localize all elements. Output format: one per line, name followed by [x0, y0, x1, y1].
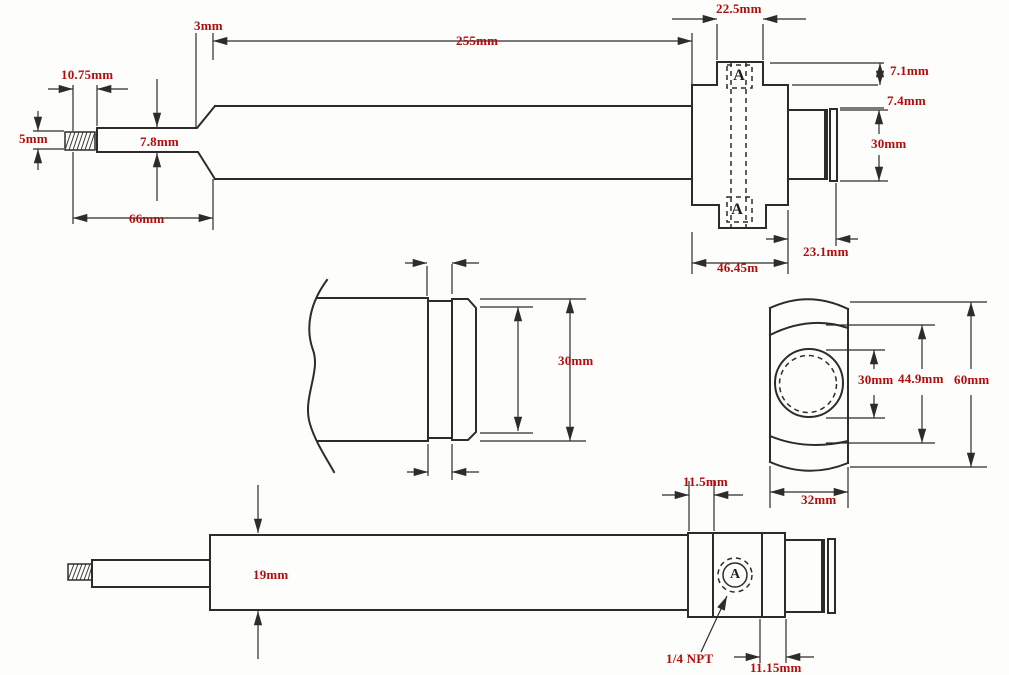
- ring-flange-outline: [451, 298, 477, 441]
- dim-label-22-5mm: 22.5mm: [716, 1, 762, 16]
- ext-lines-groove-bottom: [427, 444, 453, 480]
- body-outline-bottom: [209, 534, 689, 611]
- ext-lines-end-44-9mm: [826, 324, 935, 444]
- dim-label-end-44-9mm: 44.9mm: [898, 371, 944, 386]
- dim-label-11-15mm: 11.15mm: [750, 660, 802, 675]
- dim-label-7-8mm: 7.8mm: [140, 134, 179, 149]
- thread-hatching-bottom: [67, 563, 93, 581]
- section-marker-a-top: A: [733, 67, 745, 84]
- section-marker-a-bottom: A: [731, 201, 743, 218]
- dim-label-7-4mm: 7.4mm: [887, 93, 926, 108]
- ext-lines-groove-top: [426, 264, 453, 296]
- end-view: [768, 298, 987, 508]
- hidden-port-pockets: [726, 64, 753, 223]
- dim-label-5mm: 5mm: [19, 131, 48, 146]
- dim-label-11-5mm: 11.5mm: [683, 474, 728, 489]
- port-marker-a: A: [729, 567, 741, 582]
- collar-detail-view: [307, 258, 586, 480]
- piston-rod-outline: [96, 104, 217, 181]
- ext-lines-detail-right: [480, 298, 586, 442]
- detail-body-outline: [316, 297, 429, 442]
- port-circle-dashed: [717, 557, 753, 593]
- dim-label-10-75mm: 10.75mm: [61, 67, 114, 82]
- ext-lines-11-5mm: [688, 481, 715, 531]
- ext-lines-end-60mm: [850, 301, 987, 468]
- hidden-port-channel: [730, 62, 747, 228]
- end-view-top-arc: [768, 298, 850, 311]
- dim-label-3mm: 3mm: [194, 18, 223, 33]
- thread-hatching: [64, 131, 96, 151]
- dim-label-46-45m: 46.45m: [717, 260, 759, 275]
- dim-label-end-32mm: 32mm: [801, 492, 837, 507]
- dim-label-end-60mm: 60mm: [954, 372, 990, 387]
- dim-label-255mm: 255mm: [456, 33, 499, 48]
- dim-label-7-1mm: 7.1mm: [890, 63, 929, 78]
- end-collar-outline: [787, 108, 838, 182]
- dim-label-66mm: 66mm: [129, 211, 165, 226]
- dim-label-detail-30mm: 30mm: [558, 353, 594, 368]
- head-block-bottom: [687, 532, 786, 618]
- cylinder-body-outline: [214, 105, 693, 180]
- side-section-view: [33, 14, 888, 274]
- side-plain-view: [67, 481, 836, 663]
- head-block-outline: [691, 61, 789, 229]
- end-collar-bottom: [784, 538, 836, 614]
- dim-label-30mm-top: 30mm: [871, 136, 907, 151]
- break-line-wavy: [307, 278, 336, 474]
- ext-lines-end-32mm: [769, 466, 849, 508]
- dim-label-npt: 1/4 NPT: [666, 651, 714, 666]
- bore-circle: [774, 348, 844, 418]
- port-circle: [722, 562, 748, 588]
- rod-outline-bottom: [91, 559, 211, 588]
- dim-label-end-30mm: 30mm: [858, 372, 894, 387]
- ext-lines-23-1mm: [787, 183, 837, 274]
- ext-lines-22-5mm: [716, 24, 764, 60]
- ext-lines-7-1mm: [770, 62, 884, 86]
- end-view-bottom-arc: [768, 460, 850, 472]
- ext-lines-11-15mm: [759, 619, 787, 663]
- thread-outline: [64, 131, 96, 151]
- leader-line-npt: [700, 595, 728, 653]
- hidden-thread-circle: [778, 354, 838, 414]
- groove-edges: [427, 300, 453, 439]
- dim-label-19mm: 19mm: [253, 567, 289, 582]
- ext-lines-66mm: [72, 85, 214, 230]
- dim-label-23-1mm: 23.1mm: [803, 244, 849, 259]
- end-view-inner-arcs: [768, 321, 850, 446]
